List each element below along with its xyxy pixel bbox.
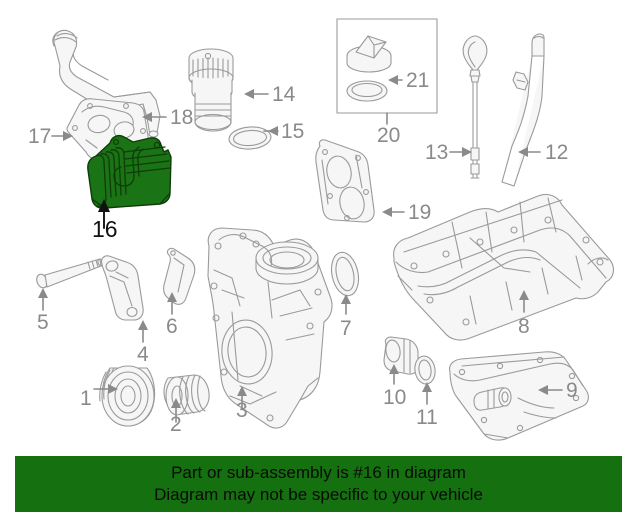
arrow-14 bbox=[244, 89, 269, 99]
part-6-cover-gasket bbox=[163, 247, 196, 305]
callout-label-21: 21 bbox=[406, 69, 430, 92]
callout-label-20: 20 bbox=[377, 124, 401, 147]
callout-label-10: 10 bbox=[383, 386, 407, 409]
callout-label-5: 5 bbox=[37, 311, 49, 334]
callout-label-15: 15 bbox=[281, 120, 305, 143]
part-8-upper-oil-pan bbox=[393, 193, 615, 341]
banner-line-1: Part or sub-assembly is #16 in diagram bbox=[171, 463, 466, 482]
part-3-timing-cover bbox=[207, 227, 333, 429]
arrow-6 bbox=[167, 292, 177, 315]
part-2-pulley-spacer bbox=[163, 374, 210, 416]
callout-label-11: 11 bbox=[416, 406, 438, 429]
part-15-filter-o-ring bbox=[228, 126, 272, 150]
part-5-bolt bbox=[36, 258, 104, 289]
arrow-4 bbox=[138, 320, 148, 343]
callout-label-2: 2 bbox=[170, 413, 182, 436]
arrow-17 bbox=[51, 131, 73, 141]
arrow-16 bbox=[98, 199, 110, 229]
part-11-sleeve-o-ring bbox=[414, 355, 436, 385]
arrow-5 bbox=[38, 288, 48, 311]
part-10-oil-pickup-sleeve bbox=[383, 336, 419, 375]
arrow-21 bbox=[388, 75, 403, 85]
arrow-19 bbox=[382, 207, 405, 217]
part-18-coolant-pipe bbox=[52, 29, 161, 138]
part-19-timing-cover-gasket bbox=[315, 139, 375, 223]
callout-label-4: 4 bbox=[137, 343, 149, 366]
callout-label-12: 12 bbox=[545, 141, 569, 164]
callout-label-14: 14 bbox=[272, 83, 296, 106]
arrow-7 bbox=[341, 294, 351, 315]
part-note-banner: Part or sub-assembly is #16 in diagram D… bbox=[15, 456, 622, 512]
part-4-mounting-bracket bbox=[100, 255, 144, 321]
arrow-3 bbox=[237, 386, 247, 409]
callout-label-3: 3 bbox=[236, 399, 248, 422]
callout-label-13: 13 bbox=[425, 141, 449, 164]
part-14-oil-filter-cartridge bbox=[188, 48, 234, 132]
arrow-9 bbox=[538, 385, 563, 395]
part-13-oil-dipstick bbox=[462, 35, 488, 179]
callout-label-19: 19 bbox=[408, 201, 432, 224]
part-16-engine-oil-cooler bbox=[87, 134, 172, 209]
arrow-15 bbox=[263, 126, 279, 136]
part-20-filler-cap-assembly-box bbox=[336, 18, 438, 125]
arrow-13 bbox=[449, 147, 472, 157]
arrow-1 bbox=[93, 384, 118, 394]
callout-label-8: 8 bbox=[518, 315, 530, 338]
arrow-18 bbox=[142, 112, 167, 122]
arrow-2 bbox=[171, 398, 181, 423]
banner-line-2: Diagram may not be specific to your vehi… bbox=[154, 485, 483, 504]
part-1-crankshaft-pulley bbox=[99, 365, 156, 427]
part-7-seal-ring bbox=[330, 251, 360, 297]
callout-label-16: 16 bbox=[92, 216, 118, 242]
part-9-lower-oil-pan bbox=[449, 351, 589, 441]
callout-label-6: 6 bbox=[166, 315, 178, 338]
arrow-8 bbox=[519, 290, 529, 313]
callout-label-9: 9 bbox=[566, 379, 578, 402]
part-12-dipstick-guide-tube bbox=[501, 33, 545, 187]
callout-label-18: 18 bbox=[170, 106, 194, 129]
callout-label-1: 1 bbox=[80, 387, 92, 410]
arrow-12 bbox=[518, 147, 541, 157]
callout-label-17: 17 bbox=[28, 125, 52, 148]
arrow-11 bbox=[422, 382, 432, 405]
callout-label-7: 7 bbox=[340, 317, 352, 340]
arrow-10 bbox=[389, 364, 399, 385]
oil-drain-plug bbox=[473, 387, 512, 411]
part-21-filler-cap-gasket bbox=[346, 80, 388, 102]
